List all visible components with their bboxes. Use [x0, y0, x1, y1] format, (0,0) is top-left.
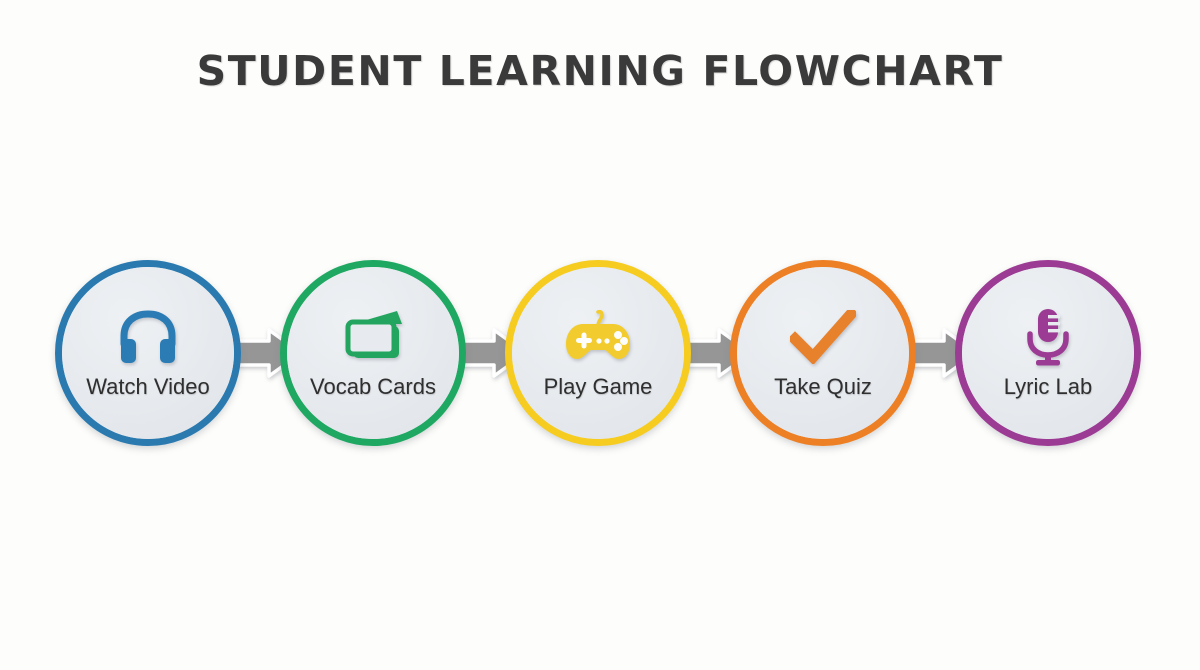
node-body: Play Game — [512, 267, 684, 439]
flow-node-lyric-lab[interactable]: Lyric Lab — [955, 260, 1141, 446]
flow-node-vocab-cards[interactable]: Vocab Cards — [280, 260, 466, 446]
node-body: Lyric Lab — [962, 267, 1134, 439]
flow-node-play-game[interactable]: Play Game — [505, 260, 691, 446]
flow-node-label: Play Game — [543, 374, 653, 399]
gamepad-icon — [564, 306, 632, 368]
flow-node-label: Watch Video — [86, 374, 210, 399]
checkmark-icon — [790, 306, 856, 368]
flow-row: Watch Video Vocab Cards — [0, 252, 1200, 452]
headphones-icon — [118, 306, 178, 368]
node-body: Watch Video — [62, 267, 234, 439]
microphone-icon — [1023, 306, 1073, 368]
flow-node-watch-video[interactable]: Watch Video — [55, 260, 241, 446]
flow-node-take-quiz[interactable]: Take Quiz — [730, 260, 916, 446]
node-body: Vocab Cards — [287, 267, 459, 439]
flow-node-label: Take Quiz — [774, 374, 872, 399]
flow-node-label: Lyric Lab — [1003, 374, 1093, 399]
cards-stack-icon — [340, 306, 406, 368]
page-title: STUDENT LEARNING FLOWCHART — [196, 47, 1004, 95]
flow-node-label: Vocab Cards — [310, 374, 436, 399]
node-body: Take Quiz — [737, 267, 909, 439]
